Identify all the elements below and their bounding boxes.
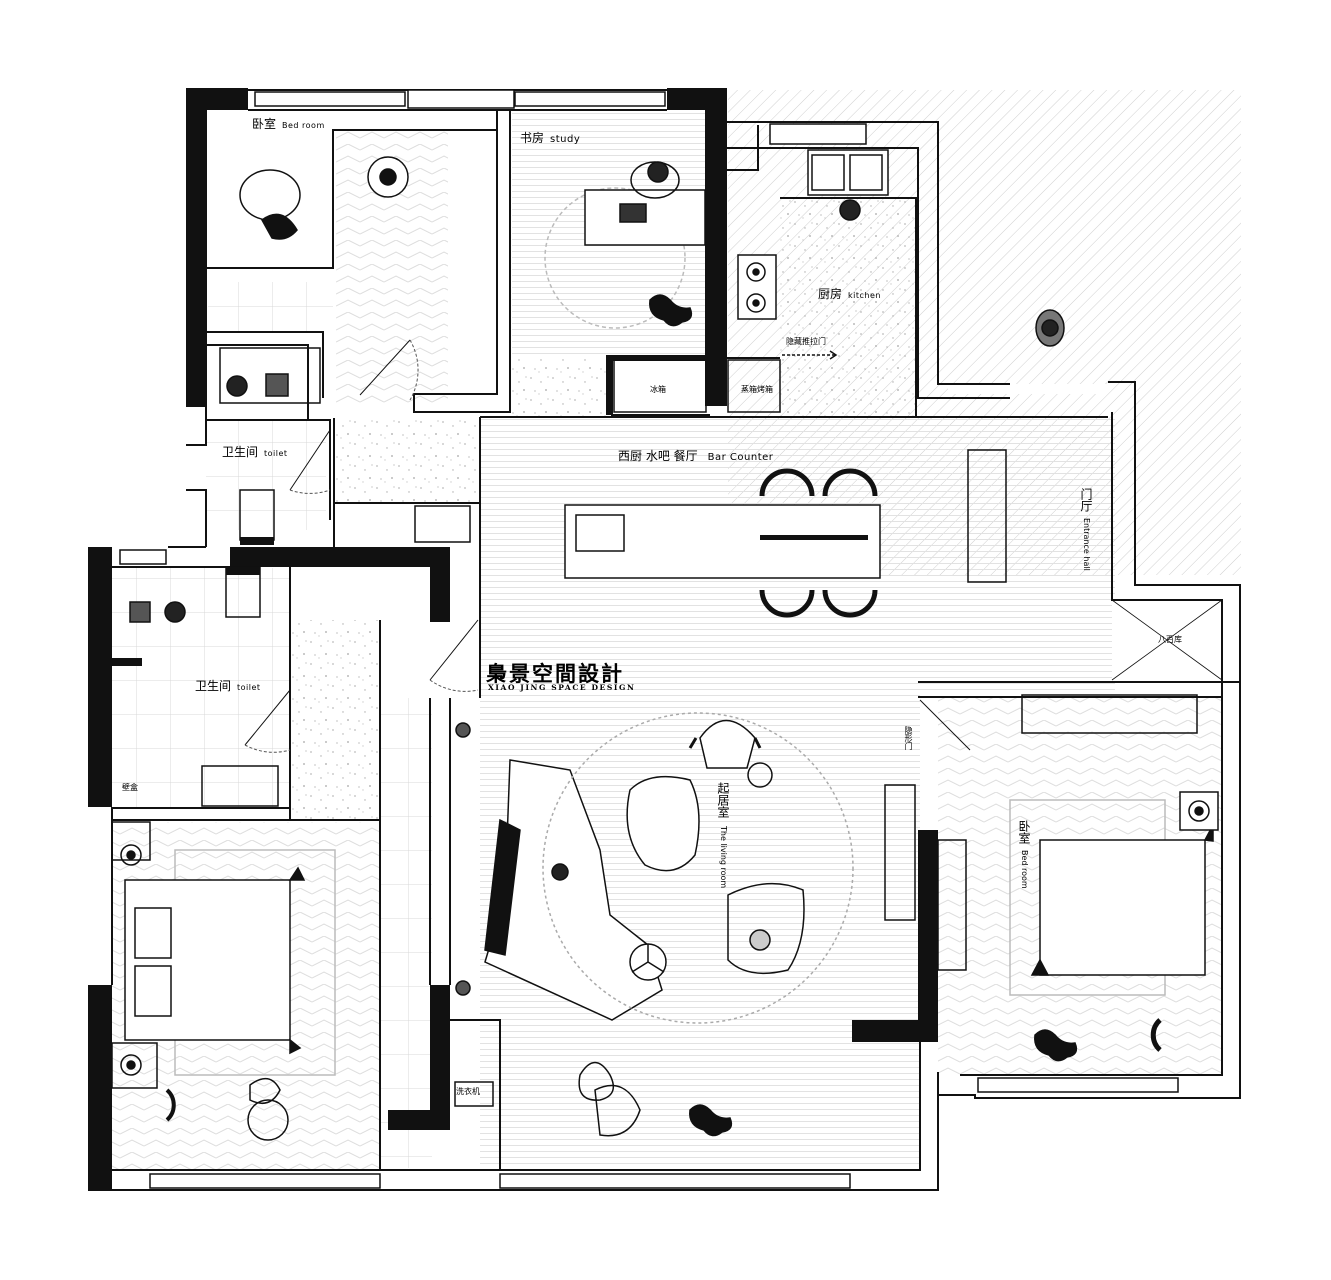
label-toilet-upper-en: toilet [264, 449, 288, 458]
label-sliding-door: 隐藏推拉门 [786, 337, 826, 346]
label-entrance: 门厅 Entrance hall [1079, 488, 1093, 571]
label-bedroom-nw-cn: 卧室 [252, 117, 277, 131]
label-kitchen-en: kitchen [848, 291, 881, 300]
furniture [111, 149, 1219, 1141]
label-dining-cn: 西厨 水吧 餐厅 [618, 449, 698, 463]
kitchen-floor [780, 198, 916, 416]
label-toilet-lower-cn: 卫生间 [195, 679, 232, 693]
living-rug [542, 712, 854, 1024]
label-fridge: 冰箱 [650, 385, 666, 394]
label-living-cn: 起居室 [716, 782, 730, 818]
label-toilet-lower-en: toilet [237, 683, 261, 692]
label-shoe-cabinet: 八百库 [1158, 635, 1182, 644]
label-wall-cabinet: 壁盒 [122, 783, 138, 792]
walls [88, 88, 938, 1190]
label-bedroom-nw: 卧室 Bed room [252, 118, 325, 130]
label-entrance-en: Entrance hall [1082, 518, 1091, 571]
label-bedroom-e: 卧室 Bed room [1017, 820, 1031, 889]
label-kitchen: 厨房 kitchen [818, 288, 881, 300]
label-dining-en: Bar Counter [707, 452, 774, 463]
label-bedroom-e-cn: 卧室 [1017, 820, 1031, 844]
windows [119, 89, 1179, 1189]
label-toilet-lower: 卫生间 toilet [195, 680, 261, 692]
label-hidden-door: 隐形门 [904, 726, 913, 750]
laptop-icon [619, 203, 647, 223]
label-study-en: study [550, 134, 581, 145]
outline-walls [88, 89, 1241, 1191]
label-bedroom-nw-en: Bed room [282, 121, 325, 130]
study-desk [584, 189, 706, 246]
label-steam-oven: 蒸箱烤箱 [741, 385, 773, 394]
label-living-en: The living room [719, 826, 728, 889]
label-bedroom-e-en: Bed room [1020, 850, 1029, 889]
label-kitchen-cn: 厨房 [818, 287, 843, 301]
label-entrance-cn: 门厅 [1079, 488, 1093, 512]
doors [244, 339, 1223, 753]
label-washer: 洗衣机 [456, 1087, 480, 1096]
label-toilet-upper-cn: 卫生间 [222, 445, 259, 459]
bar-counter [564, 504, 881, 579]
brand-logo-en: XIAO JING SPACE DESIGN [488, 683, 636, 692]
brand-logo-cn: 梟景空間設計 [486, 661, 624, 686]
toilet-upper-floor [206, 420, 326, 530]
label-study-cn: 书房 [520, 131, 545, 145]
dog-icon [649, 294, 693, 327]
label-living: 起居室 The living room [716, 782, 730, 889]
label-study: 书房 study [520, 132, 580, 145]
label-dining: 西厨 水吧 餐厅 Bar Counter [618, 450, 773, 463]
label-toilet-upper: 卫生间 toilet [222, 446, 288, 458]
